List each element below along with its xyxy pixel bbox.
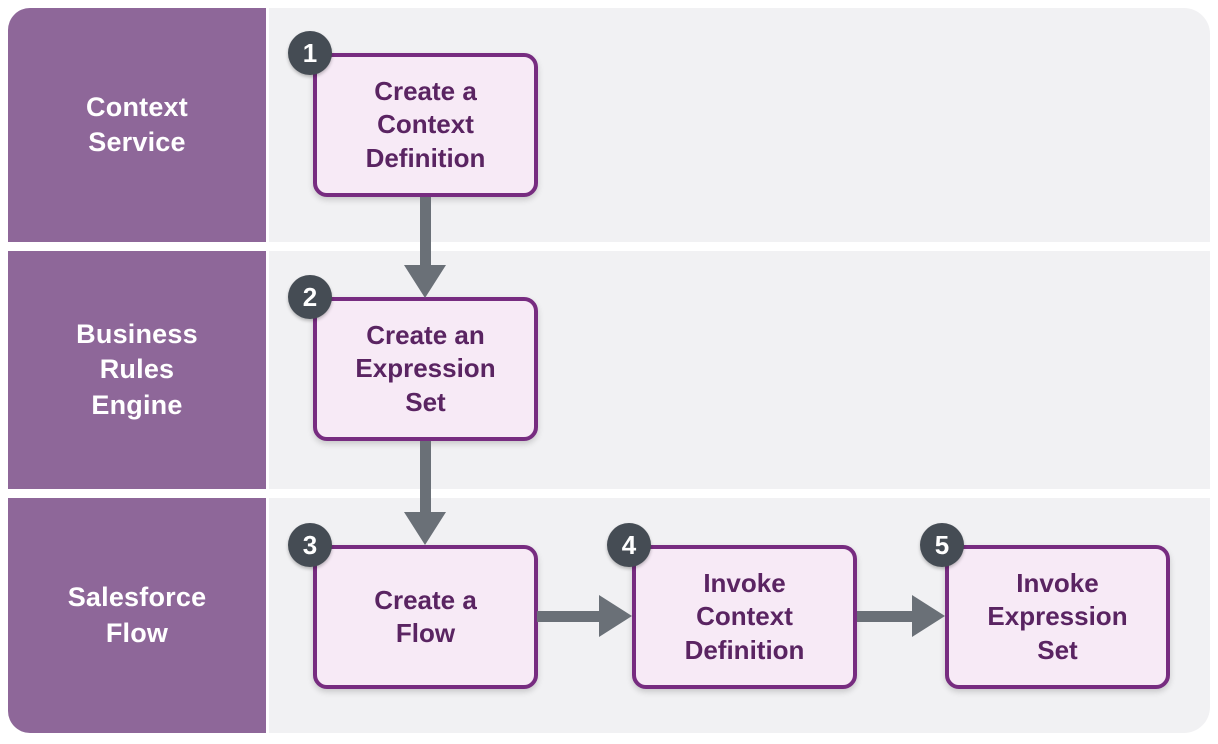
arrow-down-icon xyxy=(404,512,446,545)
step-box-invoke-context-definition: 4 Invoke Context Definition xyxy=(607,523,857,689)
step-number-badge: 3 xyxy=(288,523,332,567)
step-box-create-flow: 3 Create a Flow xyxy=(288,523,538,689)
arrow-shaft xyxy=(537,611,601,622)
step-number-badge: 1 xyxy=(288,31,332,75)
step-number-badge: 5 xyxy=(920,523,964,567)
arrow-shaft xyxy=(857,611,914,622)
step-number-badge: 2 xyxy=(288,275,332,319)
lane-context-service: Context Service xyxy=(8,8,266,242)
lane-label: Salesforce Flow xyxy=(67,582,207,648)
arrow-shaft xyxy=(420,441,431,514)
step-label: Create an Expression Set xyxy=(355,320,496,417)
step-label: Invoke Context Definition xyxy=(684,568,805,665)
step-box-invoke-expression-set: 5 Invoke Expression Set xyxy=(920,523,1170,689)
step-label: Create a Flow xyxy=(374,584,477,648)
step-label: Invoke Expression Set xyxy=(987,568,1128,665)
arrow-right-icon xyxy=(912,595,945,637)
step-label: Create a Context Definition xyxy=(365,76,486,173)
lane-salesforce-flow: Salesforce Flow xyxy=(8,498,266,733)
step-number-badge: 4 xyxy=(607,523,651,567)
step-box-create-expression-set: 2 Create an Expression Set xyxy=(288,275,538,441)
arrow-down-icon xyxy=(404,265,446,298)
lane-business-rules-engine: Business Rules Engine xyxy=(8,251,266,489)
arrow-right-icon xyxy=(599,595,632,637)
arrow-shaft xyxy=(420,197,431,267)
step-box-create-context-definition: 1 Create a Context Definition xyxy=(288,31,538,197)
lane-label: Context Service xyxy=(86,91,188,157)
lane-label: Business Rules Engine xyxy=(76,319,198,420)
